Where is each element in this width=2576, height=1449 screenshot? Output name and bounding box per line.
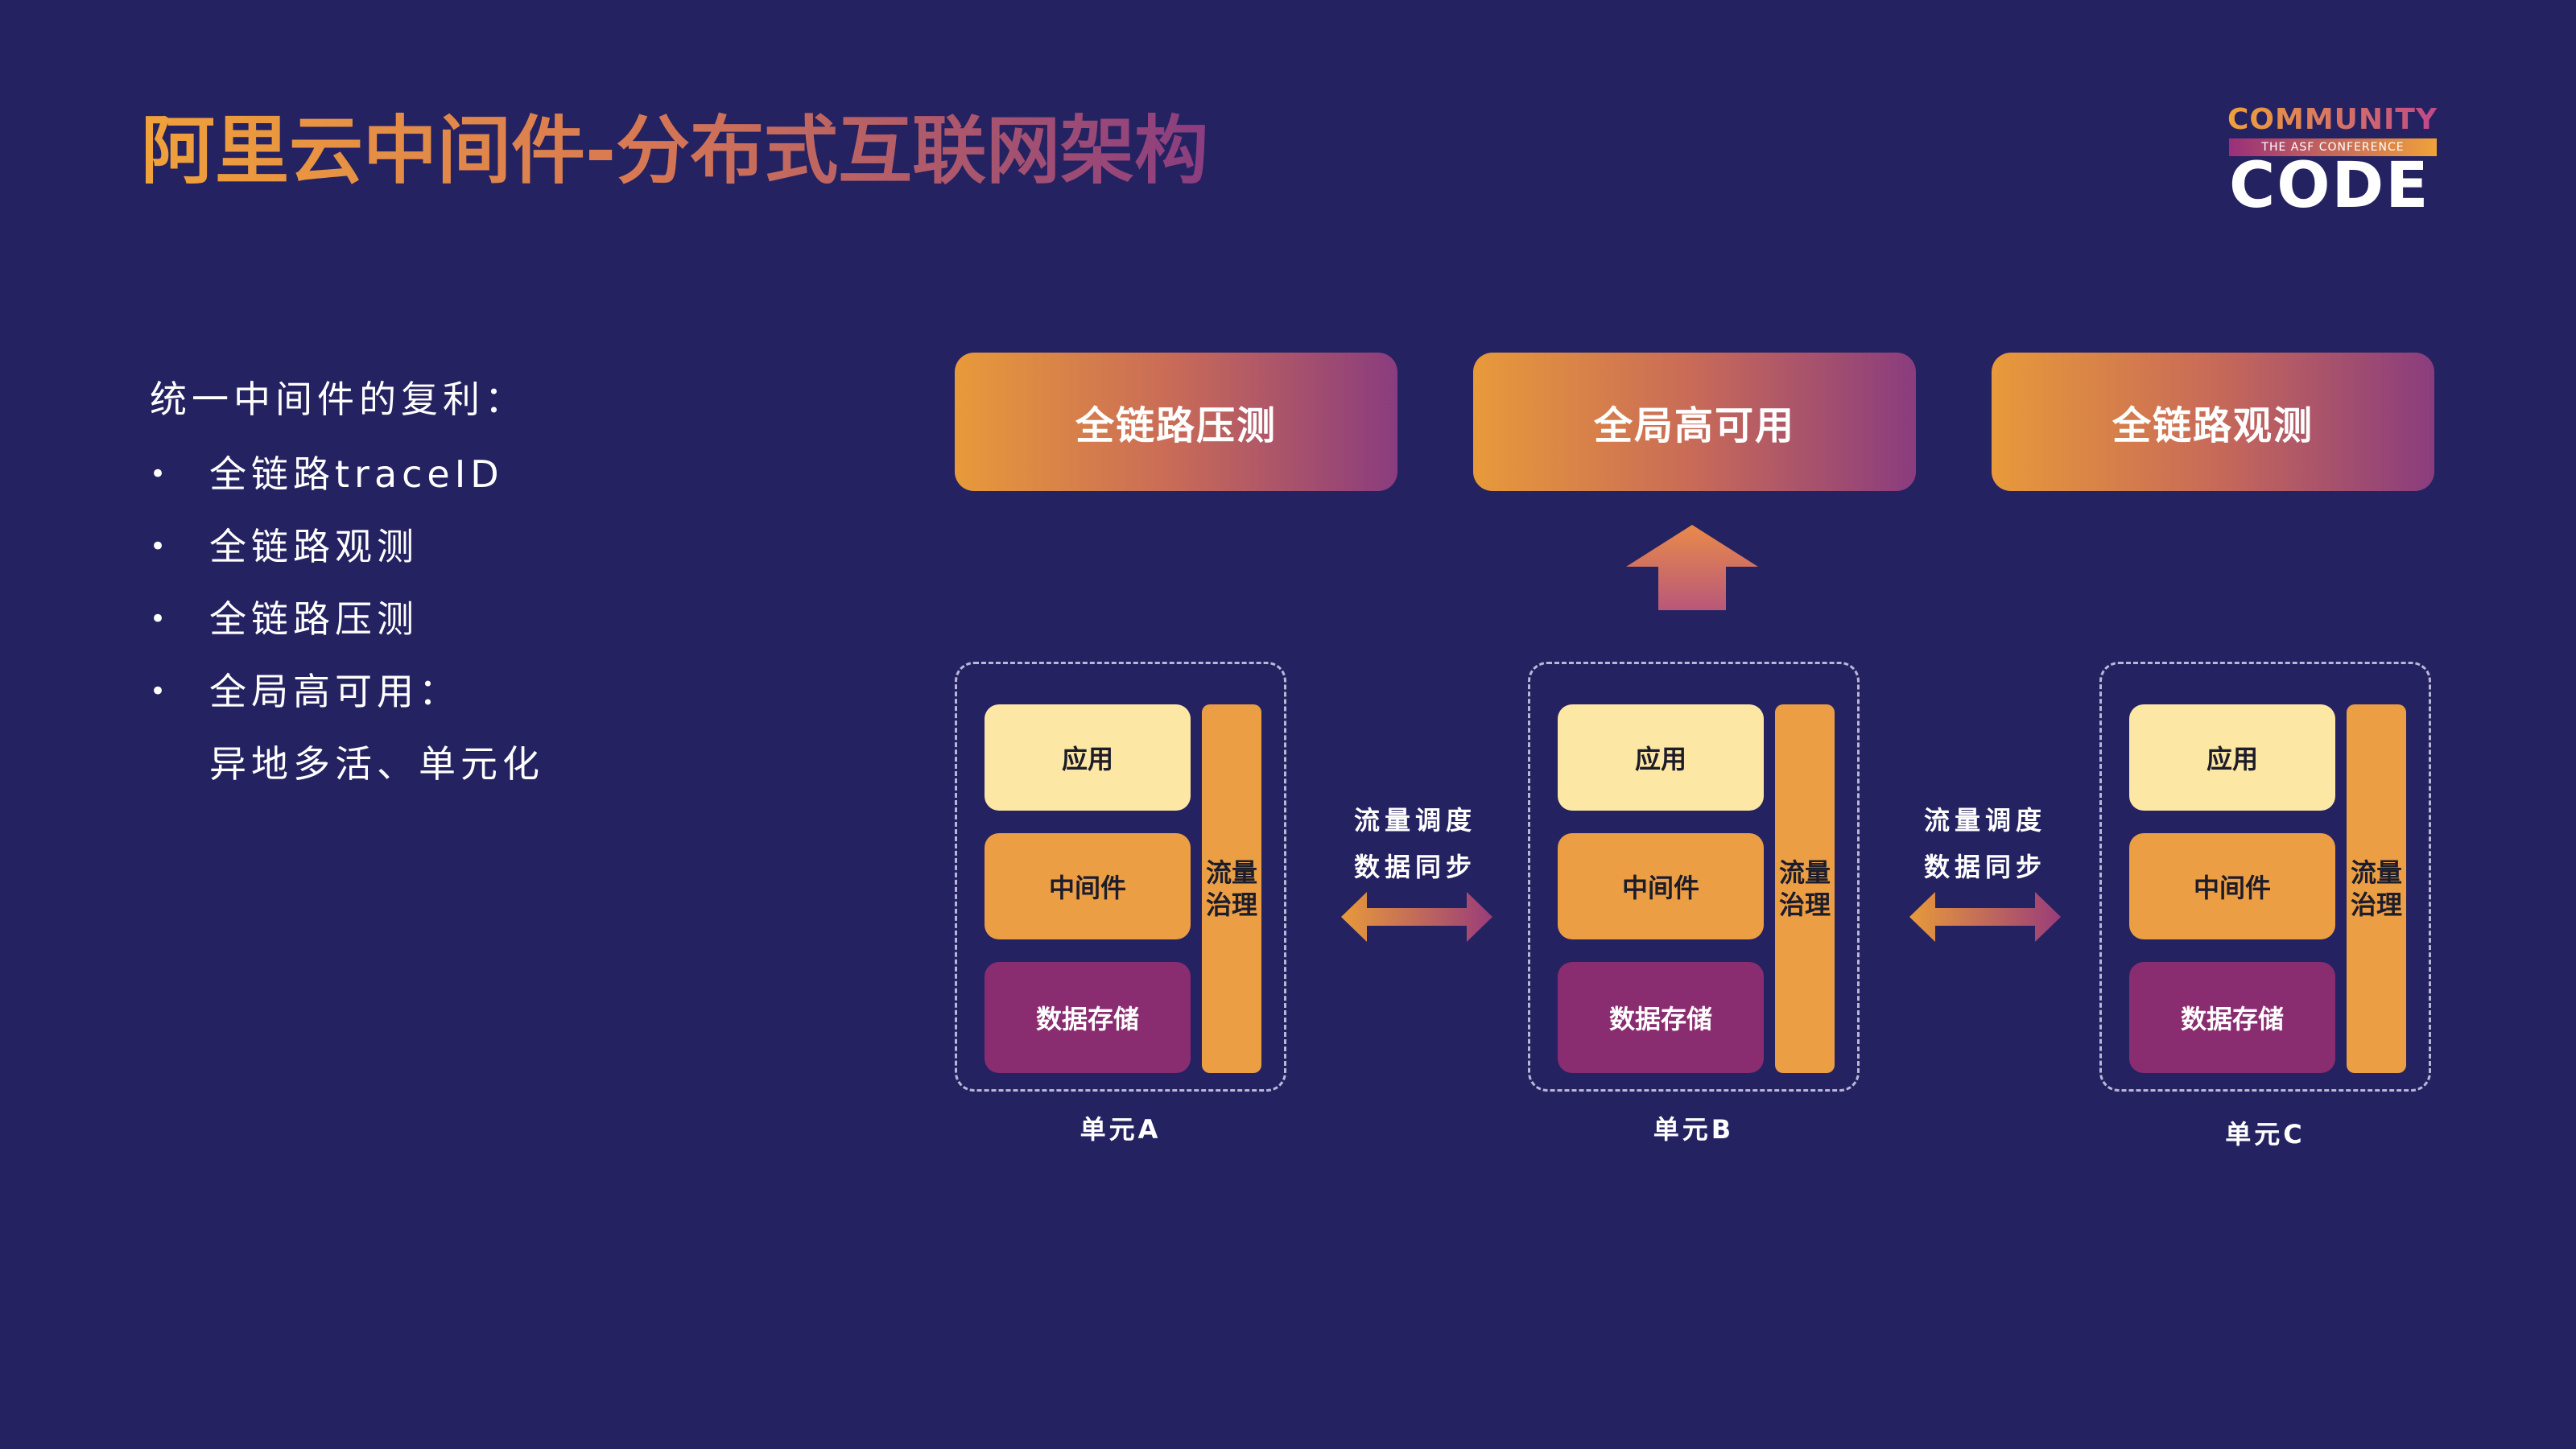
list-item: • 全链路traceID <box>150 438 544 510</box>
logo-community-text: COMMUNITY <box>2227 103 2438 136</box>
unit-c: 应用 中间件 数据存储 流量治理 <box>2099 662 2431 1092</box>
list-item: • 全局高可用： <box>150 655 544 728</box>
unit-b: 应用 中间件 数据存储 流量治理 <box>1528 662 1860 1092</box>
traffic-governance-label: 流量治理 <box>1205 857 1257 920</box>
unit-middleware-block: 中间件 <box>1558 833 1764 939</box>
unit-b-label: 单元B <box>1653 1114 1735 1145</box>
list-item-text: 全链路观测 <box>209 525 419 568</box>
unit-c-label: 单元C <box>2225 1119 2306 1150</box>
unit-app-block: 应用 <box>2129 704 2335 811</box>
benefits-list: 统一中间件的复利： • 全链路traceID • 全链路观测 • 全链路压测 • 全局高… <box>150 367 544 800</box>
up-arrow-icon <box>1626 525 1758 610</box>
unit-storage-block: 数据存储 <box>985 962 1191 1073</box>
bidirectional-arrow-icon <box>1341 892 1492 942</box>
traffic-scheduling-label: 流量调度 <box>1353 805 1476 836</box>
logo-subtitle-band: THE ASF CONFERENCE <box>2229 138 2437 156</box>
data-sync-label: 数据同步 <box>1923 852 2046 882</box>
unit-middleware-block: 中间件 <box>2129 833 2335 939</box>
unit-traffic-governance-bar: 流量治理 <box>2347 704 2406 1073</box>
benefits-heading: 统一中间件的复利： <box>150 378 526 421</box>
traffic-scheduling-label: 流量调度 <box>1923 805 2046 836</box>
unit-app-block: 应用 <box>1558 704 1764 811</box>
capability-box-stress-test: 全链路压测 <box>955 353 1397 491</box>
page-title: 阿里云中间件-分布式互联网架构 <box>141 103 1208 200</box>
list-item-text: 全局高可用： <box>209 670 460 713</box>
list-item-continuation: 异地多活、单元化 <box>150 728 544 800</box>
list-item-text: 全链路traceID <box>209 452 504 496</box>
unit-traffic-governance-bar: 流量治理 <box>1202 704 1261 1073</box>
link-ab-text: 流量调度 数据同步 <box>1335 797 1496 890</box>
list-item: • 全链路压测 <box>150 583 544 655</box>
bullet-icon: • <box>150 458 171 490</box>
unit-storage-block: 数据存储 <box>1558 962 1764 1073</box>
list-item-text: 全链路压测 <box>209 597 419 641</box>
unit-a-label: 单元A <box>1080 1114 1162 1145</box>
capability-box-observability: 全链路观测 <box>1992 353 2434 491</box>
data-sync-label: 数据同步 <box>1353 852 1476 882</box>
traffic-governance-label: 流量治理 <box>1778 857 1831 920</box>
unit-a: 应用 中间件 数据存储 流量治理 <box>955 662 1286 1092</box>
unit-storage-block: 数据存储 <box>2129 962 2335 1073</box>
link-bc-text: 流量调度 数据同步 <box>1905 797 2066 890</box>
list-item-text: 异地多活、单元化 <box>209 742 544 786</box>
list-item: • 全链路观测 <box>150 510 544 583</box>
logo-code-text: CODE <box>2229 150 2430 222</box>
bidirectional-arrow-icon <box>1909 892 2061 942</box>
benefits-items: • 全链路traceID • 全链路观测 • 全链路压测 • 全局高可用： 异地多活、单… <box>150 438 544 800</box>
bullet-icon: • <box>150 675 171 708</box>
community-code-logo: COMMUNITY CODE THE ASF CONFERENCE <box>2210 103 2439 222</box>
bullet-icon: • <box>150 530 171 563</box>
unit-traffic-governance-bar: 流量治理 <box>1775 704 1835 1073</box>
unit-middleware-block: 中间件 <box>985 833 1191 939</box>
bullet-icon: • <box>150 603 171 635</box>
unit-app-block: 应用 <box>985 704 1191 811</box>
traffic-governance-label: 流量治理 <box>2350 857 2402 920</box>
capability-box-high-availability: 全局高可用 <box>1473 353 1916 491</box>
